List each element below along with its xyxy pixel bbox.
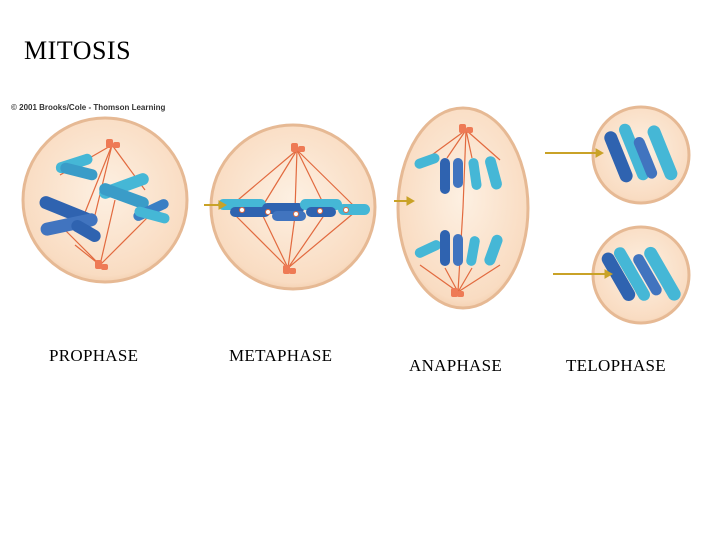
anaphase-chromosomes-top [414,153,502,194]
arrow-prophase-to-metaphase [204,200,228,210]
metaphase-chromosomes [218,199,370,221]
prophase-centrosome-top [106,139,120,148]
anaphase-chromosomes-bottom [414,230,503,266]
arrow-anaphase-to-telophase-bottom [553,269,614,279]
arrow-anaphase-to-telophase-top [545,148,605,158]
telophase-cell-bottom [591,225,691,325]
prophase-centrosome-bottom [95,260,108,270]
telophase-cell-top [591,105,691,205]
prophase-chromosomes [39,153,170,242]
label-anaphase: ANAPHASE [409,356,503,375]
label-telophase: TELOPHASE [566,356,666,375]
anaphase-centrosome-top [459,124,473,133]
anaphase-cell [396,106,530,310]
label-metaphase: METAPHASE [229,346,333,365]
metaphase-spindle [231,149,356,269]
arrow-metaphase-to-anaphase [394,196,416,206]
label-prophase: PROPHASE [49,346,139,365]
prophase-cell [21,116,189,284]
copyright-credit: © 2001 Brooks/Cole - Thomson Learning [11,103,166,112]
anaphase-centrosome-bottom [451,288,464,297]
metaphase-centrosome-bottom [283,265,296,274]
metaphase-cell [209,123,377,291]
page-title: MITOSIS [24,36,132,65]
metaphase-kinetochores [239,207,349,217]
metaphase-centrosome-top [291,143,305,152]
